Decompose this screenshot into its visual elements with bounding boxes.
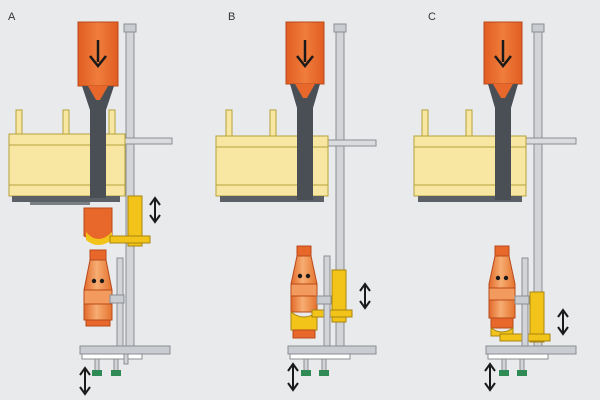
feed-head [483,21,523,200]
slider-assembly [311,269,353,323]
down-arrow-icon [296,55,314,69]
support-post [109,257,125,349]
bottle [83,249,113,327]
bottle [488,245,516,337]
base-platform [287,345,377,376]
bottle [290,245,318,339]
up-down-arrow-icon [287,362,299,392]
up-down-arrow-icon [79,366,91,396]
panel-label: B [228,11,235,23]
up-down-arrow-icon [557,308,569,336]
panel-a: A [8,11,173,396]
base-platform [79,345,171,376]
feed-head [285,21,325,200]
down-arrow-icon [494,55,512,69]
support-post [316,255,332,351]
up-down-arrow-icon [484,362,496,392]
panel-label: A [8,11,16,23]
up-down-arrow-icon [359,282,371,310]
feed-head [77,21,119,198]
yellow-block [8,109,126,205]
cap-holder [83,207,113,245]
slider-assembly [109,195,151,247]
base-platform [485,345,577,376]
guide-rod [123,23,137,349]
horizontal-arm [517,137,577,145]
panel-c: C [413,11,577,392]
up-down-arrow-icon [149,196,161,224]
down-arrow-icon [89,55,107,69]
panel-b: B [215,11,377,392]
panel-label: C [428,11,436,23]
